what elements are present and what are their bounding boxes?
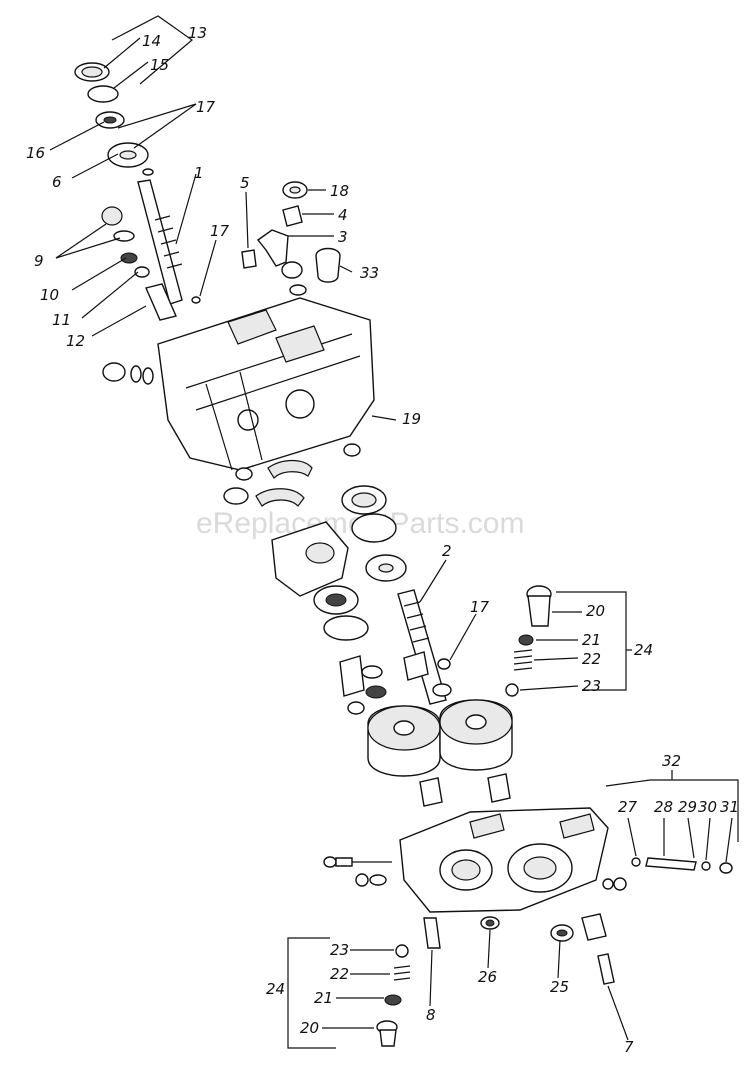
callout-4: 4 — [338, 206, 348, 224]
callout-21-upper: 21 — [582, 631, 601, 649]
callout-23-lower: 23 — [330, 941, 349, 959]
callout-6: 6 — [52, 173, 62, 191]
callout-20-lower: 20 — [300, 1019, 319, 1037]
callout-27: 27 — [618, 798, 638, 816]
top-shaft-assembly — [74, 62, 201, 321]
callout-29: 29 — [678, 798, 697, 816]
callout-28: 28 — [654, 798, 673, 816]
callout-23-upper: 23 — [582, 677, 601, 695]
callout-22-upper: 22 — [582, 650, 601, 668]
check-valve-upper — [505, 585, 552, 697]
callout-33: 33 — [360, 264, 379, 282]
callout-20-upper: 20 — [586, 602, 605, 620]
callout-32: 32 — [662, 752, 681, 770]
upper-valve-parts — [241, 181, 341, 296]
callout-22-lower: 22 — [330, 965, 349, 983]
callout-26: 26 — [478, 968, 497, 986]
callout-11: 11 — [52, 311, 71, 329]
callout-8: 8 — [426, 1006, 436, 1024]
callout-16: 16 — [26, 144, 45, 162]
callout-18: 18 — [330, 182, 349, 200]
callout-15: 15 — [150, 56, 169, 74]
upper-housing — [102, 297, 375, 471]
callout-17-b: 17 — [210, 222, 230, 240]
callout-9: 9 — [34, 252, 44, 270]
callout-2: 2 — [442, 542, 452, 560]
cylinder-blocks — [367, 699, 513, 807]
callout-10: 10 — [40, 286, 59, 304]
lower-housing — [323, 807, 733, 985]
callout-14: 14 — [142, 32, 161, 50]
callout-31: 31 — [720, 798, 739, 816]
middle-section — [223, 443, 452, 715]
callout-24-upper: 24 — [634, 641, 653, 659]
callout-13: 13 — [188, 24, 207, 42]
callout-21-lower: 21 — [314, 989, 333, 1007]
callout-17: 17 — [196, 98, 216, 116]
callout-12: 12 — [66, 332, 85, 350]
callout-1: 1 — [194, 164, 204, 182]
callout-17-c: 17 — [470, 598, 490, 616]
callout-24-lower: 24 — [266, 980, 285, 998]
callout-labels: 13 14 15 17 16 6 1 5 18 4 3 17 9 33 10 1… — [26, 24, 739, 1056]
callout-5: 5 — [240, 174, 250, 192]
callout-25: 25 — [550, 978, 569, 996]
check-valve-lower — [376, 944, 411, 1047]
callout-30: 30 — [698, 798, 717, 816]
leader-lines — [49, 15, 739, 1049]
callout-19: 19 — [402, 410, 421, 428]
callout-7: 7 — [624, 1038, 634, 1056]
callout-3: 3 — [338, 228, 348, 246]
